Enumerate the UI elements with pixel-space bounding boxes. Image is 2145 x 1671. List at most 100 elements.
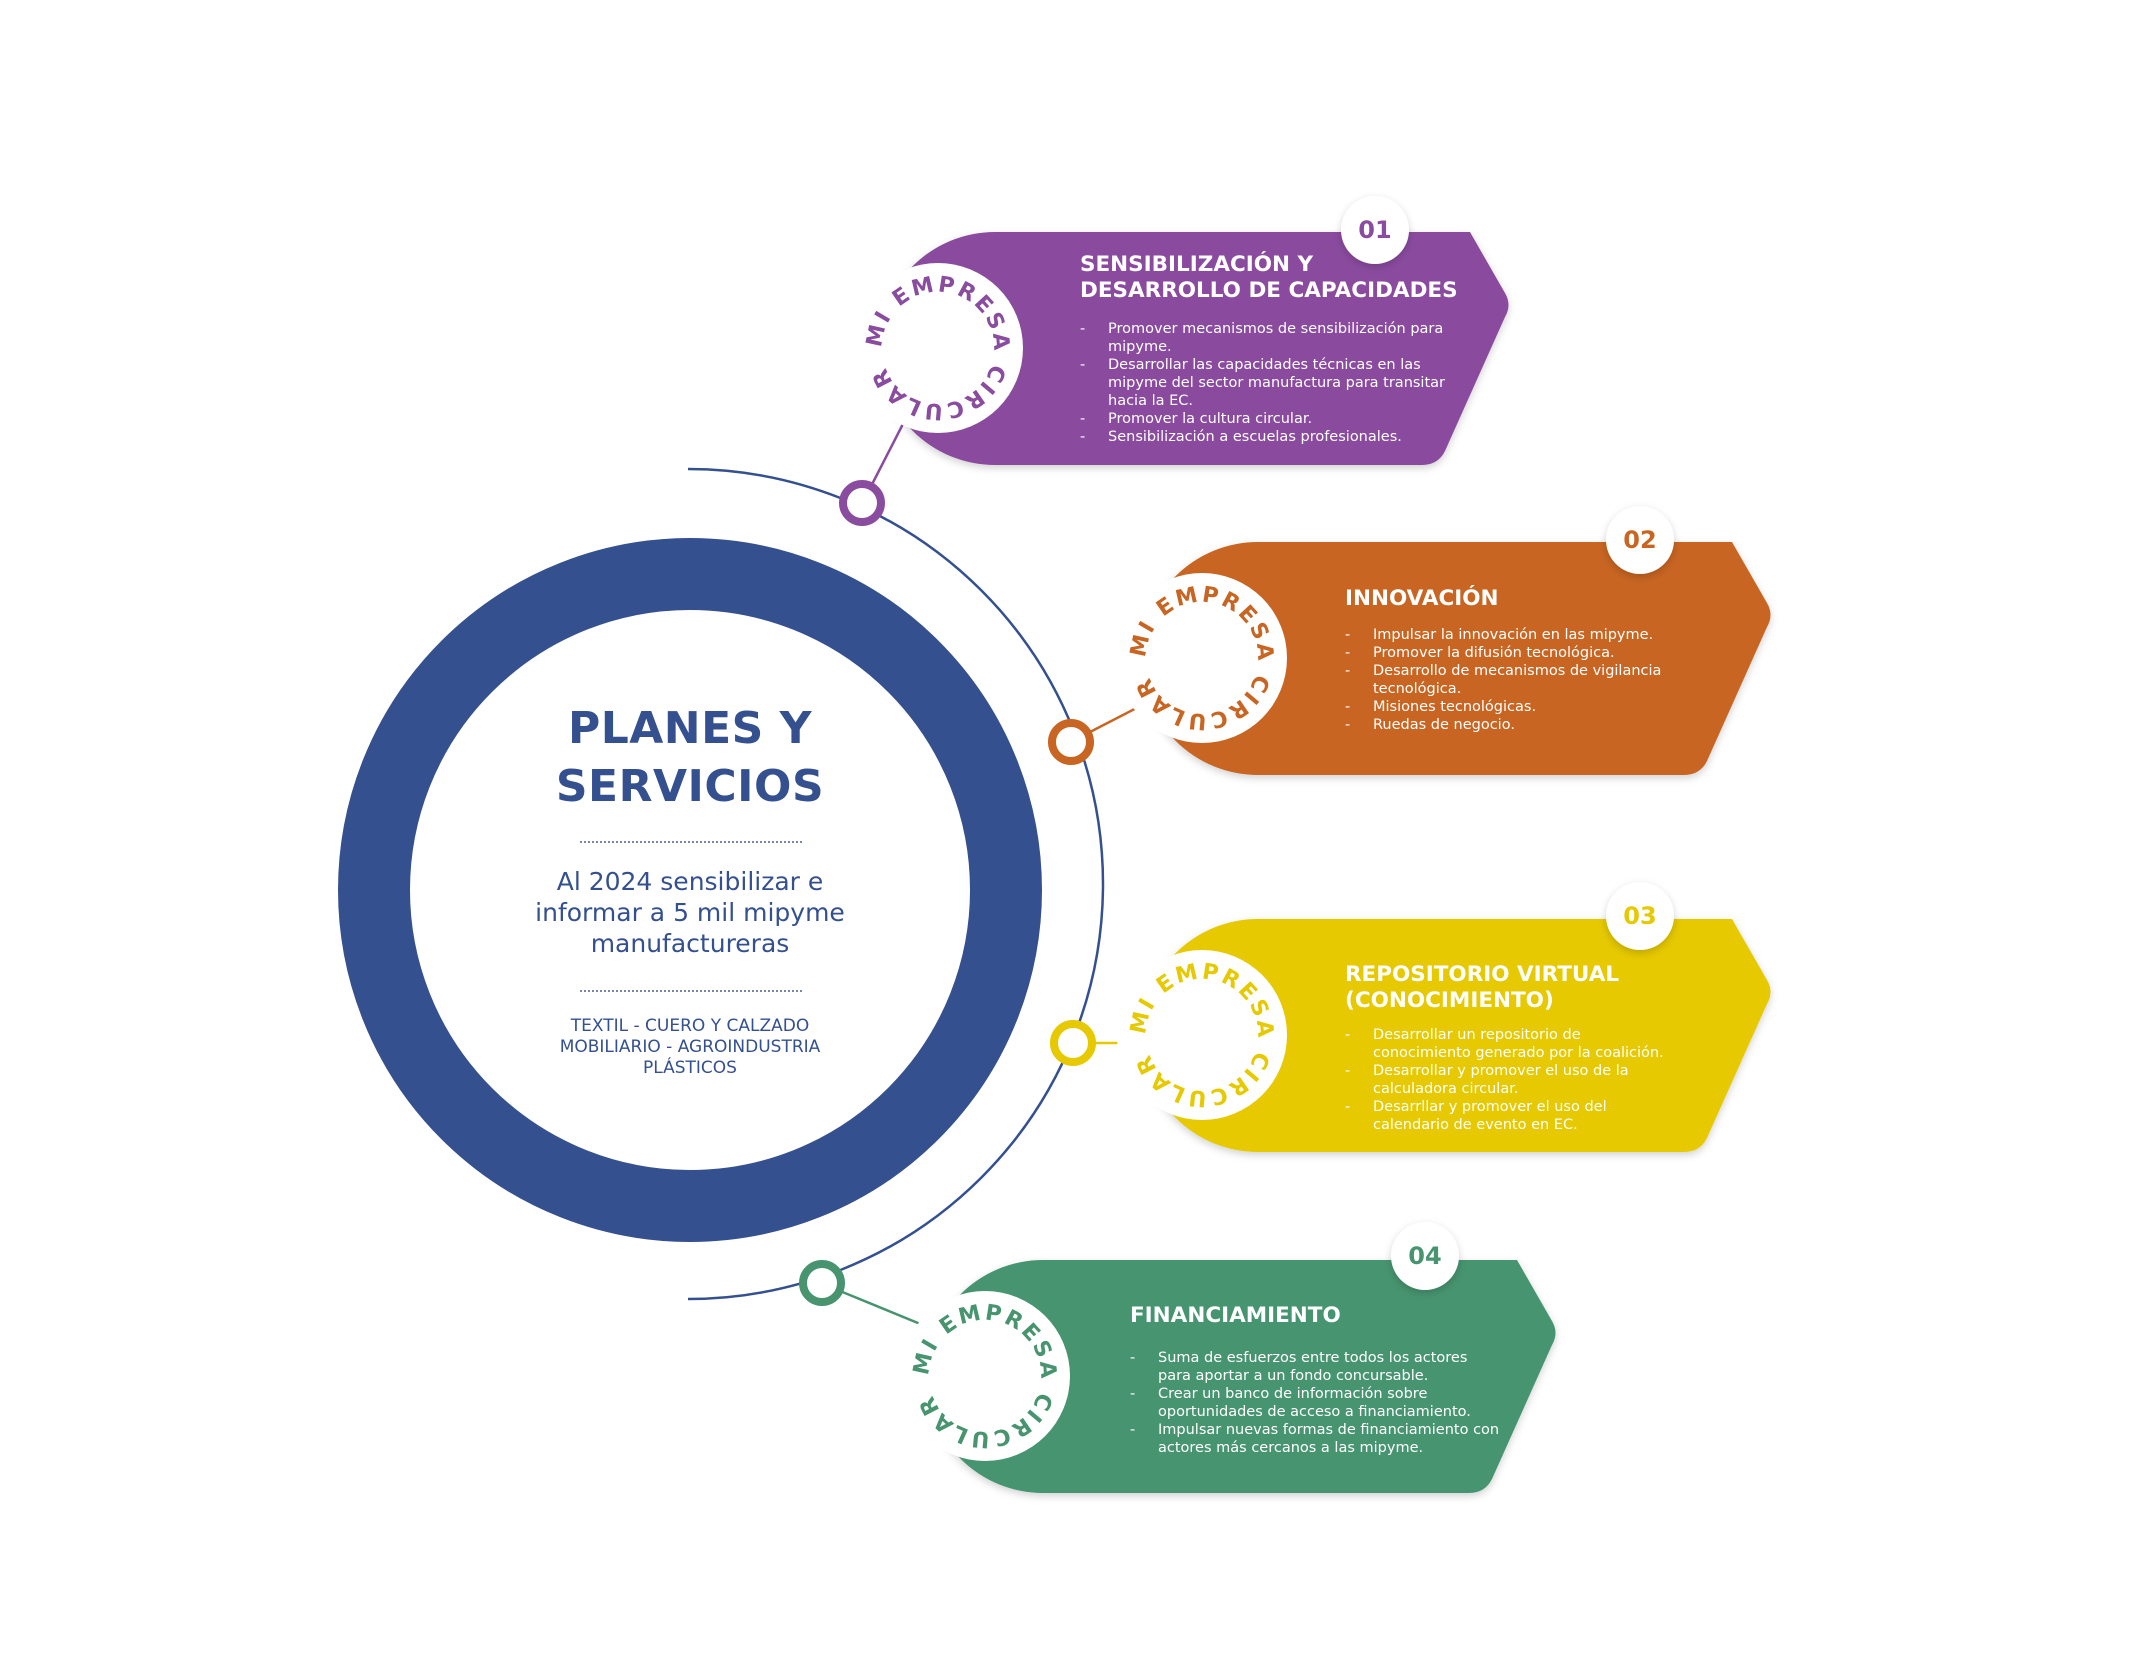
card-03-list: - Desarrollar un repositorio de conocimien… — [1345, 1026, 1745, 1134]
hub-inner — [411, 611, 969, 1169]
card-01-number: 01 — [1358, 216, 1392, 244]
card-04-content: FINANCIAMIENTO - Suma de esfuerzos entre … — [1130, 1303, 1550, 1457]
list-line: Desarrllar y promover el uso del — [1373, 1099, 1607, 1115]
hub-title-line2: SERVICIOS — [555, 761, 825, 812]
hub-title: PLANES Y SERVICIOS — [480, 700, 900, 816]
list-dash: - — [1345, 627, 1351, 643]
hub-sectors-line1: TEXTIL - CUERO Y CALZADO — [570, 1016, 810, 1036]
connector-node-02 — [1048, 719, 1094, 765]
hub-ring — [338, 538, 1042, 1242]
list-line: Desarrollo de mecanismos de vigilancia — [1373, 663, 1662, 679]
card-03-title: REPOSITORIO VIRTUAL (CONOCIMIENTO) — [1345, 962, 1745, 1014]
hub-sectors-line3: PLÁSTICOS — [643, 1058, 737, 1078]
list-item: - Impulsar la innovación en las mipyme. — [1345, 626, 1745, 644]
list-line: Promover la cultura circular. — [1108, 411, 1313, 427]
hub-divider-bottom — [580, 990, 802, 992]
list-line: Impulsar nuevas formas de financiamiento… — [1158, 1422, 1500, 1438]
list-line: mipyme del sector manufactura para trans… — [1108, 375, 1445, 391]
list-item: - Promover la difusión tecnológica. — [1345, 644, 1745, 662]
list-dash: - — [1345, 663, 1351, 679]
list-line: hacia la EC. — [1108, 393, 1193, 409]
card-02-content: INNOVACIÓN - Impulsar la innovación en la… — [1345, 586, 1745, 734]
card-01-shape — [878, 232, 1509, 465]
hub-divider-top — [580, 841, 802, 843]
list-dash: - — [1080, 321, 1086, 337]
card-02-list: - Impulsar la innovación en las mipyme. -… — [1345, 626, 1745, 734]
list-item: -Ruedas de negocio. — [1345, 716, 1745, 734]
number-03-bubble — [1606, 882, 1674, 950]
card-01-title-line1: SENSIBILIZACIÓN Y — [1080, 252, 1314, 277]
list-line: actores más cercanos a las mipyme. — [1158, 1440, 1424, 1456]
card-03-title-line2: (CONOCIMIENTO) — [1345, 988, 1554, 1013]
card-01-content: SENSIBILIZACIÓN Y DESARROLLO DE CAPACIDA… — [1080, 252, 1500, 446]
list-line: mipyme. — [1108, 339, 1172, 355]
hub-title-line1: PLANES Y — [567, 703, 813, 754]
number-02-bubble — [1606, 506, 1674, 574]
list-dash: - — [1080, 429, 1086, 445]
badge-04-disc — [900, 1291, 1070, 1461]
list-item: - Misiones tecnológicas. — [1345, 698, 1745, 716]
card-01-list: - Promover mecanismos de sensibilización … — [1080, 320, 1500, 446]
card-02-number: 02 — [1623, 526, 1657, 554]
list-line: Misiones tecnológicas. — [1373, 699, 1537, 715]
list-line: conocimiento generado por la coalición. — [1373, 1045, 1664, 1061]
list-line: Ruedas de negocio. — [1373, 717, 1515, 733]
hub-goal-line1: Al 2024 sensibilizar e — [556, 867, 824, 896]
list-line: Desarrollar un repositorio de — [1373, 1027, 1581, 1043]
list-dash: - — [1080, 357, 1086, 373]
list-item: - Suma de esfuerzos entre todos los actor… — [1130, 1349, 1550, 1385]
badge-01-disc — [853, 263, 1023, 433]
list-dash: - — [1130, 1350, 1136, 1366]
list-item: - Sensibilización a escuelas profesionale… — [1080, 428, 1500, 446]
card-02-shape — [1141, 542, 1771, 775]
list-line: calculadora circular. — [1373, 1081, 1519, 1097]
list-line: Sensibilización a escuelas profesionales… — [1108, 429, 1402, 445]
card-01-title: SENSIBILIZACIÓN Y DESARROLLO DE CAPACIDA… — [1080, 252, 1500, 304]
hub-sectors: TEXTIL - CUERO Y CALZADO MOBILIARIO - AG… — [530, 1016, 850, 1079]
list-item: - Promover mecanismos de sensibilización … — [1080, 320, 1500, 356]
hub-goal-line3: manufactureras — [590, 929, 790, 958]
list-dash: - — [1345, 699, 1351, 715]
list-line: Promover mecanismos de sensibilización p… — [1108, 321, 1444, 337]
list-line: Suma de esfuerzos entre todos los actore… — [1158, 1350, 1468, 1366]
list-item: - Desarrollar las capacidades técnicas en… — [1080, 356, 1500, 410]
list-line: Desarrollar y promover el uso de la — [1373, 1063, 1629, 1079]
connector-arc — [687, 467, 1105, 1301]
card-04-title: FINANCIAMIENTO — [1130, 1303, 1550, 1329]
list-line: tecnológica. — [1373, 681, 1462, 697]
list-item: - Desarrollar un repositorio de conocimien… — [1345, 1026, 1745, 1062]
list-dash: - — [1130, 1422, 1136, 1438]
hub-sectors-line2: MOBILIARIO - AGROINDUSTRIA — [559, 1037, 821, 1057]
list-dash: - — [1345, 1099, 1351, 1115]
list-item: - Desarrllar y promover el uso del calenda… — [1345, 1098, 1745, 1134]
list-item: - Impulsar nuevas formas de financiamient… — [1130, 1421, 1550, 1457]
connector-node-01 — [839, 480, 885, 526]
card-03-content: REPOSITORIO VIRTUAL (CONOCIMIENTO) -Desa… — [1345, 962, 1745, 1134]
card-03-number: 03 — [1623, 902, 1657, 930]
badge-03-disc — [1117, 950, 1287, 1120]
card-04-list: - Suma de esfuerzos entre todos los actor… — [1130, 1349, 1550, 1457]
list-dash: - — [1345, 1027, 1351, 1043]
connector-node-04 — [799, 1260, 845, 1306]
badge-02-disc — [1117, 573, 1287, 743]
list-line: oportunidades de acceso a financiamiento… — [1158, 1404, 1471, 1420]
list-item: - Desarrollo de mecanismos de vigilancia t… — [1345, 662, 1745, 698]
card-04-title-line1: FINANCIAMIENTO — [1130, 1303, 1341, 1328]
card-01-title-line2: DESARROLLO DE CAPACIDADES — [1080, 278, 1458, 303]
connector-node-03 — [1050, 1020, 1096, 1066]
list-dash: - — [1080, 411, 1086, 427]
card-03-shape — [1141, 919, 1771, 1152]
card-03-title-line1: REPOSITORIO VIRTUAL — [1345, 962, 1620, 987]
number-01-bubble — [1341, 196, 1409, 264]
list-line: calendario de evento en EC. — [1373, 1117, 1578, 1133]
number-04-bubble — [1391, 1222, 1459, 1290]
list-line: Desarrollar las capacidades técnicas en … — [1108, 357, 1421, 373]
list-line: Promover la difusión tecnológica. — [1373, 645, 1615, 661]
list-dash: - — [1345, 645, 1351, 661]
list-line: Impulsar la innovación en las mipyme. — [1373, 627, 1654, 643]
card-02-title: INNOVACIÓN — [1345, 586, 1745, 612]
card-04-shape — [926, 1260, 1556, 1493]
